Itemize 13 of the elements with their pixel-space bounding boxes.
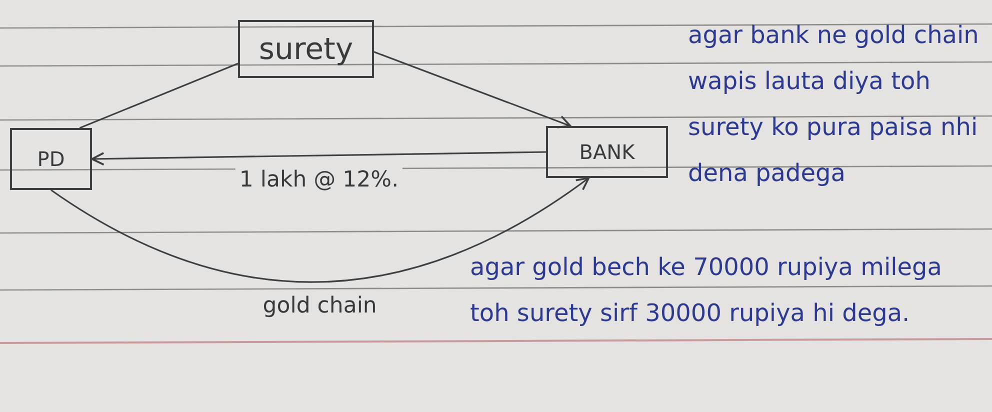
node-label: BANK	[579, 140, 635, 164]
label-box	[546, 126, 668, 178]
arrow	[50, 177, 590, 283]
node-label: PD	[37, 147, 65, 171]
label-box	[238, 20, 374, 78]
label-box	[10, 128, 92, 190]
handwritten-note: agar bank ne gold chain wapis lauta diya toh surety ko pura paisa nhi dena padega	[688, 20, 980, 189]
handwritten-note: agar gold bech ke 70000 rupiya milega toh surety sirf 30000 rupiya hi dega.	[470, 252, 943, 329]
connector-line	[79, 62, 238, 129]
edge-label: 1 lakh @ 12%.	[235, 167, 403, 192]
arrow	[374, 51, 572, 128]
arrow	[91, 151, 546, 166]
node-label: surety	[258, 32, 354, 66]
